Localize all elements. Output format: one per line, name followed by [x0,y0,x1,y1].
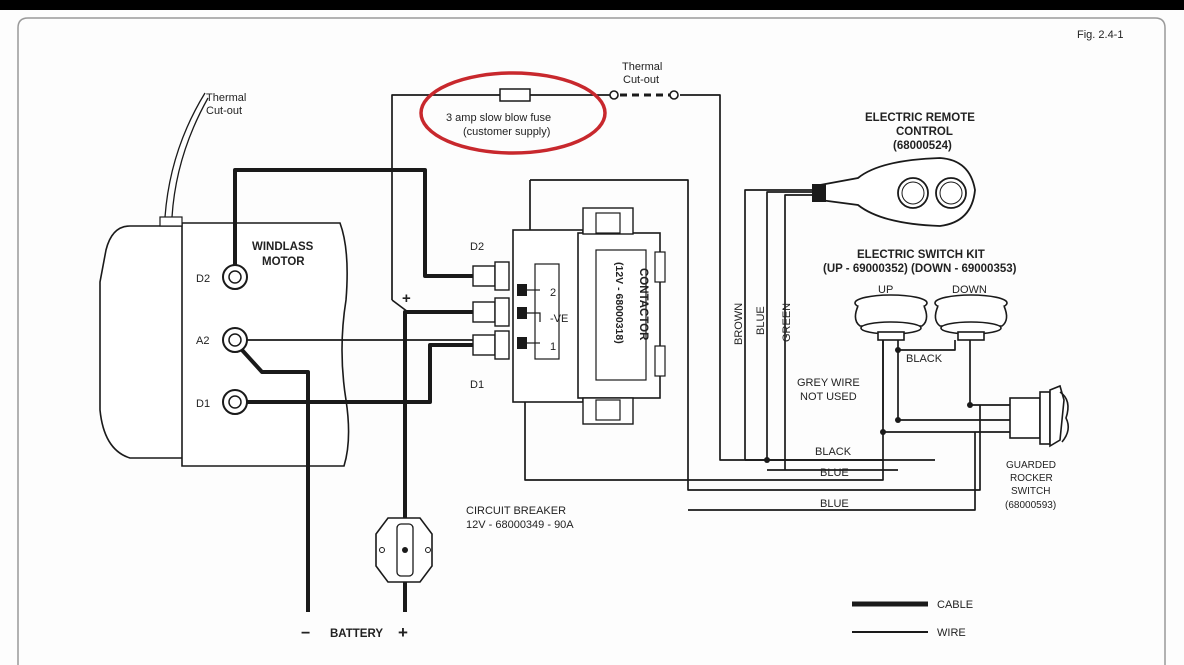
contactor-d2-label: D2 [470,241,484,253]
terminal-d1-label: D1 [196,398,210,410]
terminal-d2-label: D2 [196,273,210,285]
guarded-label-2: ROCKER [1010,473,1053,484]
terminal-a2 [222,327,248,353]
switch-down [934,294,1008,341]
battery-minus: − [301,625,310,642]
contactor [472,207,666,425]
thermal-top-label-1: Thermal [622,61,662,73]
figure-label: Fig. 2.4-1 [1077,29,1123,41]
top-band [0,0,1184,10]
terminal-d1 [222,389,248,415]
contactor-d1-label: D1 [470,379,484,391]
legend [852,601,928,633]
remote-label-line3: (68000524) [893,140,952,152]
contactor-pin-2: 2 [550,287,556,299]
thermal-lead-left [164,92,206,218]
motor-label-line1: WINDLASS [252,241,314,253]
windlass-motor [99,216,350,467]
wire-label-blue-1: BLUE [820,467,849,479]
wires [247,94,1010,511]
motor-label-line2: MOTOR [262,256,305,268]
wire-label-brown: BROWN [733,303,745,345]
guarded-label-4: (68000593) [1005,500,1056,511]
thermal-lead-left-2 [171,97,209,218]
contactor-name: CONTACTOR [637,268,649,341]
guarded-rocker-switch [1009,384,1070,448]
terminal-d2 [222,264,248,290]
terminal-a2-label: A2 [196,335,209,347]
guarded-label-3: SWITCH [1011,486,1050,497]
fuse [499,88,531,102]
breaker-label-line2: 12V - 68000349 - 90A [466,519,574,531]
wire-label-black-bottom: BLACK [815,446,852,458]
battery-plus: + [398,623,408,642]
switch-down-label: DOWN [952,284,987,296]
wire-label-green: GREEN [781,303,793,342]
fuse-label-line2: (customer supply) [463,126,550,138]
thermal-top-label-2: Cut-out [623,74,659,86]
junction-dots [764,347,973,463]
wire-label-blue-2: BLUE [820,498,849,510]
remote-label-line2: CONTROL [896,126,953,138]
switch-up [854,294,928,341]
grey-wire-label-1: GREY WIRE [797,377,860,389]
cables [233,168,473,612]
grey-wire-label-2: NOT USED [800,391,857,403]
fuse-highlight-circle [419,71,607,155]
switchkit-label-line2: (UP - 69000352) (DOWN - 69000353) [823,263,1017,275]
figure-border [17,17,1166,665]
battery-label: BATTERY [330,628,383,640]
guarded-label-1: GUARDED [1006,460,1056,471]
remote-control [812,157,976,227]
contactor-plus-label: + [402,290,411,307]
contactor-pin-ve: -VE [550,313,568,325]
fuse-label-line1: 3 amp slow blow fuse [446,112,551,124]
contactor-pin-1: 1 [550,341,556,353]
contactor-part: (12V - 68000318) [613,262,625,344]
breaker-label-line1: CIRCUIT BREAKER [466,505,566,517]
thermal-left-label-2: Cut-out [206,105,242,117]
thermal-left-label-1: Thermal [206,92,246,104]
switchkit-label-line1: ELECTRIC SWITCH KIT [857,249,985,261]
switch-up-label: UP [878,284,893,296]
wire-label-black-top: BLACK [906,353,943,365]
legend-cable-label: CABLE [937,599,973,611]
circuit-breaker [375,517,433,583]
remote-label-line1: ELECTRIC REMOTE [865,112,975,124]
thermal-cutout-top [609,90,679,100]
legend-wire-label: WIRE [937,627,966,639]
wire-label-blue-vertical: BLUE [755,306,767,335]
